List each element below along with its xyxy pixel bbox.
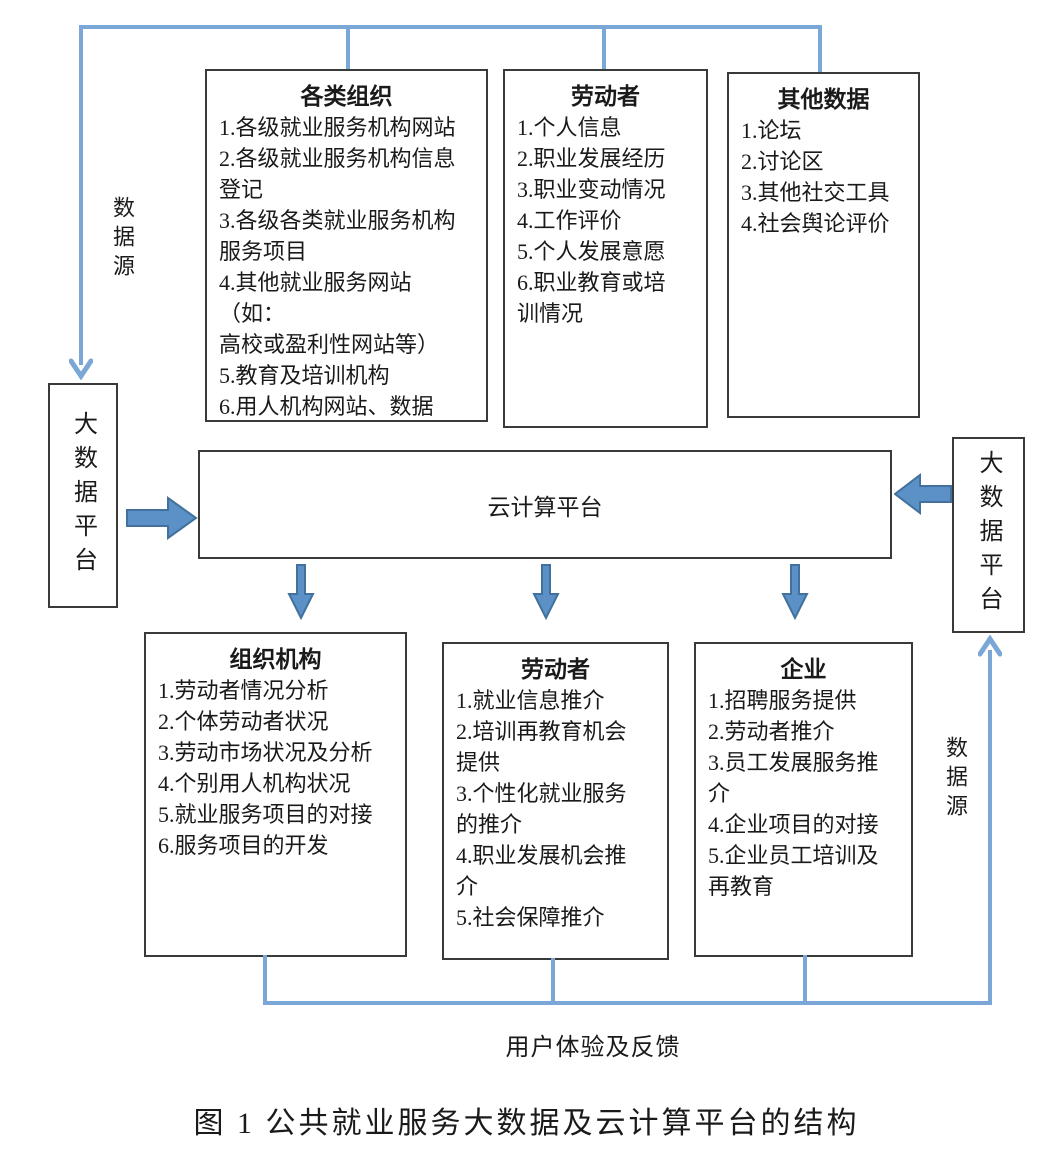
right-datasource-label: 数据源 [943, 736, 968, 823]
list-item: 1.论坛 [741, 118, 802, 143]
box-title: 企业 [780, 657, 827, 682]
box-cloud-platform: 云计算平台 [198, 450, 892, 559]
list-item: 3.其他社交工具 [741, 180, 890, 205]
list-item: 2.职业发展经历 [517, 146, 666, 171]
list-item: 3.个性化就业服务 的推介 [456, 781, 627, 837]
list-item: 1.劳动者情况分析 [158, 678, 329, 703]
list-item: 3.各级各类就业服务机构 服务项目 [219, 208, 456, 264]
box-workers-services: 劳动者 1.就业信息推介 2.培训再教育机会 提供 3.个性化就业服务 的推介 … [442, 642, 669, 960]
down-arrow-to-workers-icon [532, 564, 560, 620]
list-item: 1.个人信息 [517, 115, 622, 140]
feedback-hline [263, 1001, 992, 1005]
list-item: 4.工作评价 [517, 208, 622, 233]
feedback-drop-organizations [263, 955, 267, 1005]
up-arrowhead-right-icon [978, 635, 1002, 657]
down-arrow-to-enterprises-icon [781, 564, 809, 620]
box-big-data-platform-right-label: 大数据平台 [975, 450, 1001, 620]
box-organizations-sources: 各类组织 1.各级就业服务机构网站 2.各级就业服务机构信息 登记 3.各级各类… [205, 69, 488, 422]
box-enterprises-services: 企业 1.招聘服务提供 2.劳动者推介 3.员工发展服务推 介 4.企业项目的对… [694, 642, 913, 957]
list-item: 3.职业变动情况 [517, 177, 666, 202]
figure-caption: 图 1 公共就业服务大数据及云计算平台的结构 [193, 1107, 860, 1140]
list-item: 4.其他就业服务网站（如： 高校或盈利性网站等） [219, 270, 440, 357]
down-arrowhead-left-icon [69, 358, 93, 380]
box-organizations-services: 组织机构 1.劳动者情况分析 2.个体劳动者状况 3.劳动市场状况及分析 4.个… [144, 632, 407, 957]
feedback-drop-workers [551, 958, 555, 1005]
list-item: 2.个体劳动者状况 [158, 709, 329, 734]
box-workers-sources: 劳动者 1.个人信息 2.职业发展经历 3.职业变动情况 4.工作评价 5.个人… [503, 69, 708, 428]
list-item: 4.社会舆论评价 [741, 211, 890, 236]
list-item: 1.各级就业服务机构网站 [219, 115, 456, 140]
box-cloud-platform-label: 云计算平台 [487, 494, 603, 520]
box-title: 各类组织 [300, 84, 393, 109]
list-item: 3.员工发展服务推 介 [708, 750, 879, 806]
list-item: 6.用人机构网站、数据 [219, 394, 434, 419]
left-block-arrow-icon [894, 473, 952, 515]
top-connector-hline [81, 25, 822, 29]
list-item: 2.培训再教育机会 提供 [456, 719, 627, 775]
box-title: 组织机构 [229, 647, 322, 672]
list-item: 2.各级就业服务机构信息 登记 [219, 146, 456, 202]
list-item: 4.企业项目的对接 [708, 812, 879, 837]
left-datasource-line [79, 25, 83, 365]
list-item: 5.就业服务项目的对接 [158, 802, 373, 827]
box-title: 劳动者 [571, 84, 640, 109]
list-item: 6.职业教育或培 训情况 [517, 270, 666, 326]
top-connector-drop-organizations [346, 25, 350, 69]
box-big-data-platform-right: 大数据平台 [952, 437, 1025, 633]
list-item: 6.服务项目的开发 [158, 833, 329, 858]
list-item: 1.招聘服务提供 [708, 688, 857, 713]
list-item: 5.社会保障推介 [456, 905, 605, 930]
list-item: 4.职业发展机会推 介 [456, 843, 627, 899]
box-big-data-platform-left: 大数据平台 [48, 383, 118, 608]
feedback-label: 用户体验及反馈 [505, 1035, 681, 1061]
box-title: 劳动者 [521, 657, 590, 682]
down-arrow-to-organizations-icon [287, 564, 315, 620]
right-datasource-line [988, 650, 992, 1005]
list-item: 5.企业员工培训及 再教育 [708, 843, 879, 899]
list-item: 5.个人发展意愿 [517, 239, 666, 264]
top-connector-drop-otherdata [818, 25, 822, 72]
left-datasource-label: 数据源 [110, 196, 135, 283]
list-item: 2.劳动者推介 [708, 719, 835, 744]
top-connector-drop-workers [602, 25, 606, 70]
right-block-arrow-icon [126, 496, 198, 540]
list-item: 5.教育及培训机构 [219, 363, 390, 388]
list-item: 2.讨论区 [741, 149, 824, 174]
box-big-data-platform-left-label: 大数据平台 [69, 410, 96, 581]
box-other-data-sources: 其他数据 1.论坛 2.讨论区 3.其他社交工具 4.社会舆论评价 [727, 72, 920, 418]
box-title: 其他数据 [777, 87, 870, 112]
list-item: 4.个别用人机构状况 [158, 771, 351, 796]
feedback-drop-enterprises [803, 955, 807, 1005]
list-item: 3.劳动市场状况及分析 [158, 740, 373, 765]
list-item: 1.就业信息推介 [456, 688, 605, 713]
